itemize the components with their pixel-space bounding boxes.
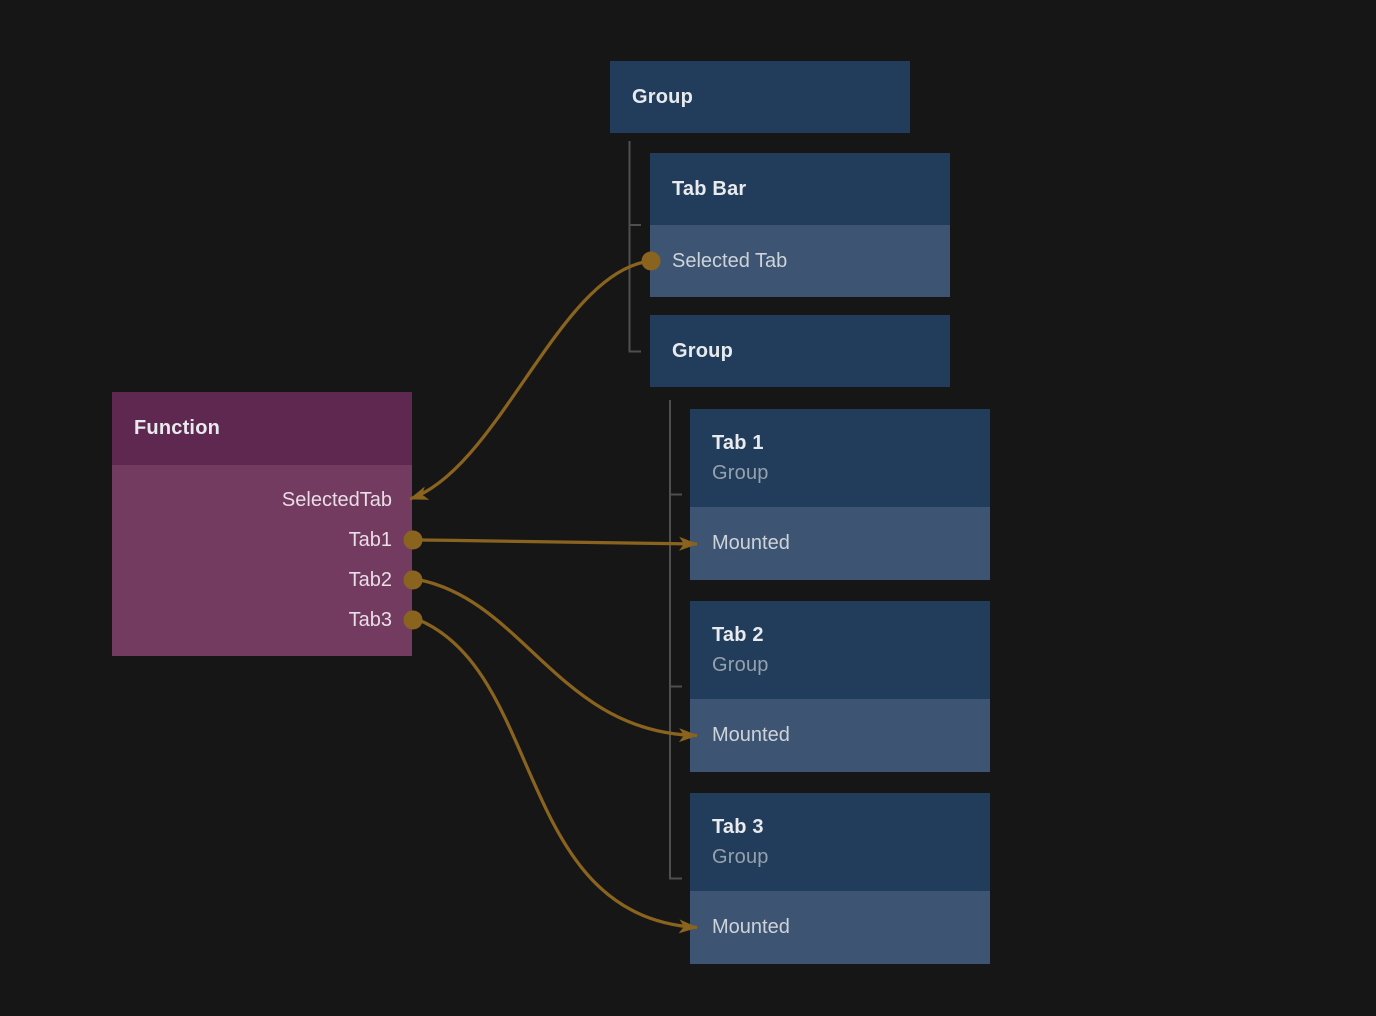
tree-connector-root <box>628 141 641 353</box>
wire-selected-tab-to-function[interactable] <box>409 259 652 501</box>
wire-tab2-to-mounted[interactable] <box>419 578 698 743</box>
root-group-title: Group <box>610 61 910 133</box>
node-tab-bar[interactable]: Tab Bar Selected Tab <box>650 153 950 297</box>
port-dot-selected-tab[interactable] <box>641 251 661 271</box>
function-port-tab3[interactable]: Tab3 <box>348 609 392 631</box>
inner-group-title: Group <box>650 315 950 387</box>
tab-3-subtitle: Group <box>712 846 769 868</box>
node-inner-group[interactable]: Group <box>650 315 950 387</box>
tab-3-title: Tab 3 <box>712 816 764 838</box>
function-port-tab1[interactable]: Tab1 <box>348 529 392 551</box>
tab-2-property-mounted[interactable]: Mounted <box>690 699 990 772</box>
function-port-tab2[interactable]: Tab2 <box>348 569 392 591</box>
node-function[interactable]: Function SelectedTab Tab1 Tab2 Tab3 <box>112 392 412 656</box>
tab-2-subtitle: Group <box>712 654 769 676</box>
tree-connector-inner-group <box>669 400 682 880</box>
tab-2-title: Tab 2 <box>712 624 764 646</box>
node-tab-2[interactable]: Tab 2 Group Mounted <box>690 601 990 772</box>
wire-tab3-to-mounted[interactable] <box>418 618 698 934</box>
tab-bar-title: Tab Bar <box>650 153 950 225</box>
wire-tab1-to-mounted[interactable] <box>420 536 698 551</box>
port-dot-tab1[interactable] <box>403 530 423 550</box>
port-dot-tab2[interactable] <box>403 570 423 590</box>
node-root-group[interactable]: Group <box>610 61 910 133</box>
tab-3-property-mounted[interactable]: Mounted <box>690 891 990 964</box>
function-body: SelectedTab Tab1 Tab2 Tab3 <box>112 465 412 656</box>
tab-bar-property-selected-tab[interactable]: Selected Tab <box>650 225 950 297</box>
port-dot-tab3[interactable] <box>403 610 423 630</box>
tab-1-property-mounted[interactable]: Mounted <box>690 507 990 580</box>
tab-1-title: Tab 1 <box>712 432 764 454</box>
node-tab-1[interactable]: Tab 1 Group Mounted <box>690 409 990 580</box>
function-port-selectedtab[interactable]: SelectedTab <box>281 489 392 511</box>
tab-1-subtitle: Group <box>712 462 769 484</box>
function-title: Function <box>112 392 412 465</box>
node-tab-3[interactable]: Tab 3 Group Mounted <box>690 793 990 964</box>
